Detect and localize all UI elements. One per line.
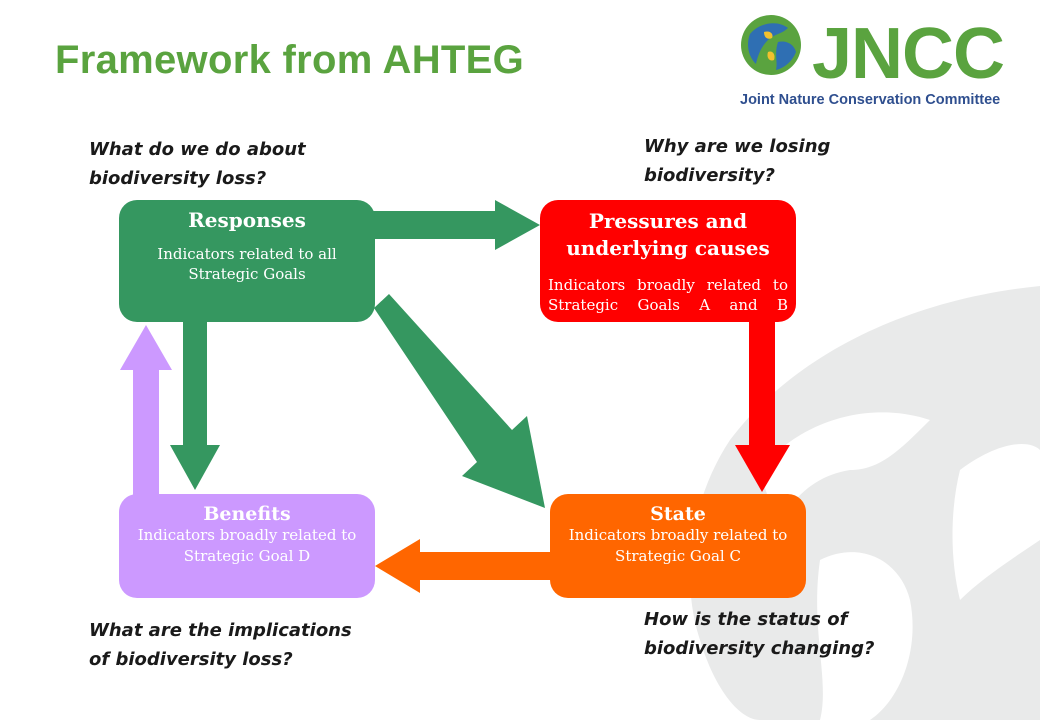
state-body: Indicators broadly related to Strategic … bbox=[568, 526, 788, 565]
question-responses: What do we do about biodiversity loss? bbox=[89, 139, 306, 189]
benefits-body: Indicators broadly related to Strategic … bbox=[137, 526, 357, 565]
arrow-responses-to-state bbox=[374, 294, 545, 508]
state-heading: State bbox=[650, 503, 706, 525]
question-pressures: Why are we losing biodiversity? bbox=[644, 136, 831, 186]
question-state: How is the status of biodiversity changi… bbox=[644, 609, 875, 659]
arrow-benefits-to-responses bbox=[120, 325, 172, 498]
logo-wordmark: JNCC bbox=[812, 14, 1005, 94]
responses-heading: Responses bbox=[188, 208, 306, 232]
arrow-state-to-benefits bbox=[375, 539, 555, 593]
responses-body: Indicators related to all Strategic Goal… bbox=[157, 245, 337, 283]
question-benefits: What are the implications of biodiversit… bbox=[89, 620, 352, 670]
arrow-pressures-to-state bbox=[735, 308, 790, 492]
page-title: Framework from AHTEG bbox=[55, 38, 525, 82]
benefits-heading: Benefits bbox=[203, 503, 291, 525]
arrow-responses-to-benefits bbox=[170, 310, 220, 490]
arrow-responses-to-pressures bbox=[370, 200, 540, 250]
responses-box: Responses Indicators related to all Stra… bbox=[119, 200, 375, 322]
pressures-body: Indicators broadly related to Strategic … bbox=[548, 276, 788, 314]
logo-subtitle: Joint Nature Conservation Committee bbox=[740, 92, 1001, 108]
jncc-logo: JNCC Joint Nature Conservation Committee bbox=[736, 10, 1032, 114]
pressures-heading: Pressures and underlying causes bbox=[566, 209, 770, 260]
globe-icon bbox=[741, 15, 801, 75]
state-box: State Indicators broadly related to Stra… bbox=[550, 494, 806, 598]
pressures-box: Pressures and underlying causes Indicato… bbox=[540, 200, 796, 322]
benefits-box: Benefits Indicators broadly related to S… bbox=[119, 494, 375, 598]
